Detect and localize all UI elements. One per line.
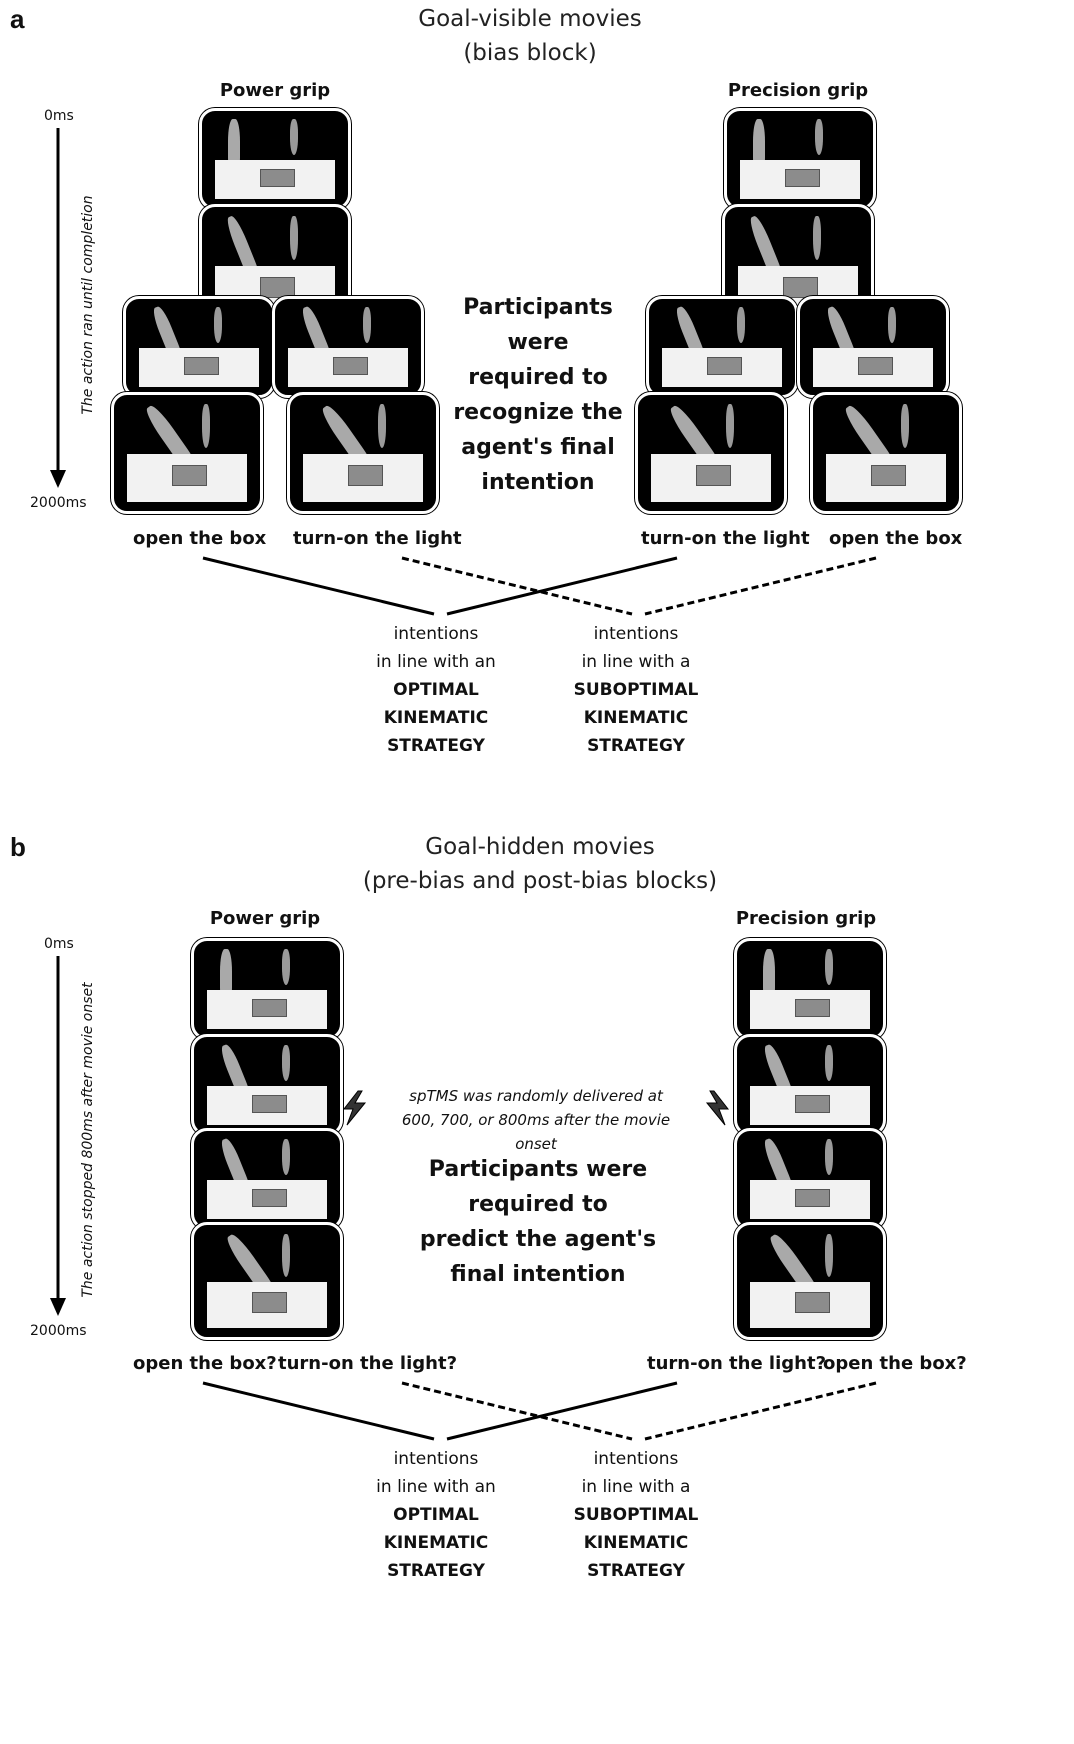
panel-a-power-grip-label: Power grip xyxy=(219,80,331,101)
panel-a-center-line: required to xyxy=(468,365,608,390)
panel-a-power-frame-3b xyxy=(272,296,424,398)
panel-b-intent-suboptimal: intentions in line with a SUBOPTIMAL KIN… xyxy=(556,1445,716,1585)
panel-b-power-frame-1 xyxy=(191,938,343,1040)
panel-a-time-axis-label: The action ran until completion xyxy=(80,195,96,415)
panel-a-action-label: open the box xyxy=(133,528,267,549)
panel-a-center-text: Participants were required to recognize … xyxy=(430,290,646,500)
tms-note-line: 600, 700, or 800ms after the movie onset xyxy=(401,1111,671,1153)
panel-a-title: Goal-visible movies (bias block) xyxy=(330,2,730,70)
panel-a-power-frame-4b xyxy=(287,392,439,514)
panel-a-title-line1: Goal-visible movies xyxy=(418,6,642,32)
intent-text: in line with a xyxy=(581,652,691,672)
lightning-bolt-icon xyxy=(342,1090,367,1126)
panel-a-time-arrow xyxy=(50,128,66,488)
intent-strategy: SUBOPTIMAL xyxy=(573,680,699,700)
panel-b-title-line2: (pre-bias and post-bias blocks) xyxy=(362,868,718,894)
panel-b-time-start: 0ms xyxy=(44,936,74,952)
panel-b-precision-frame-1 xyxy=(734,938,886,1040)
intent-strategy: OPTIMAL xyxy=(393,680,479,700)
panel-a-precision-frame-1 xyxy=(724,108,876,210)
panel-a-title-line2: (bias block) xyxy=(463,40,597,66)
intent-text: intentions xyxy=(393,1449,479,1469)
panel-a-intent-optimal: intentions in line with an OPTIMAL KINEM… xyxy=(356,620,516,760)
panel-b-time-end: 2000ms xyxy=(30,1323,87,1339)
panel-a-power-frame-4a xyxy=(111,392,263,514)
panel-b-center-line: Participants were xyxy=(428,1157,648,1182)
intent-strategy: KINEMATIC xyxy=(583,708,689,728)
panel-b-title-line1: Goal-hidden movies xyxy=(425,834,655,860)
panel-a-power-frame-3a xyxy=(123,296,275,398)
panel-b-time-axis-label: The action stopped 800ms after movie ons… xyxy=(80,982,96,1298)
panel-b-power-frame-2 xyxy=(191,1034,343,1136)
panel-a-intent-suboptimal: intentions in line with a SUBOPTIMAL KIN… xyxy=(556,620,716,760)
intent-strategy: SUBOPTIMAL xyxy=(573,1505,699,1525)
panel-b-center-line: required to xyxy=(468,1192,608,1217)
intent-text: in line with an xyxy=(376,652,496,672)
intent-strategy: STRATEGY xyxy=(387,736,485,756)
panel-a-time-end: 2000ms xyxy=(30,495,87,511)
intent-text: intentions xyxy=(393,624,479,644)
intent-strategy: STRATEGY xyxy=(587,736,685,756)
panel-a-center-line: intention xyxy=(481,470,595,495)
panel-b-center-text: Participants were required to predict th… xyxy=(418,1152,658,1292)
lightning-bolt-icon xyxy=(705,1090,730,1126)
panel-b-connector-lines xyxy=(202,1381,877,1441)
panel-b-precision-frame-2 xyxy=(734,1034,886,1136)
panel-b-intent-optimal: intentions in line with an OPTIMAL KINEM… xyxy=(356,1445,516,1585)
intent-text: intentions xyxy=(593,624,679,644)
panel-a-action-label: turn-on the light xyxy=(641,528,810,549)
panel-b-title: Goal-hidden movies (pre-bias and post-bi… xyxy=(330,830,750,898)
intent-strategy: KINEMATIC xyxy=(383,708,489,728)
panel-b-action-label: open the box? xyxy=(823,1353,967,1374)
panel-a-precision-frame-3b xyxy=(797,296,949,398)
panel-b-center-line: predict the agent's xyxy=(419,1227,657,1252)
panel-a-center-line: Participants were xyxy=(463,295,613,355)
panel-b-precision-frame-4 xyxy=(734,1222,886,1340)
panel-a-time-start: 0ms xyxy=(44,108,74,124)
intent-text: in line with an xyxy=(376,1477,496,1497)
panel-a-power-frame-1 xyxy=(199,108,351,210)
intent-strategy: OPTIMAL xyxy=(393,1505,479,1525)
intent-strategy: STRATEGY xyxy=(387,1561,485,1581)
panel-b-power-frame-3 xyxy=(191,1128,343,1230)
panel-b-precision-grip-label: Precision grip xyxy=(735,908,877,929)
panel-b-power-frame-4 xyxy=(191,1222,343,1340)
panel-a-precision-grip-label: Precision grip xyxy=(727,80,869,101)
panel-a-center-line: agent's final xyxy=(461,435,615,460)
panel-b-action-label: turn-on the light? xyxy=(278,1353,458,1374)
panel-a-center-line: recognize the xyxy=(453,400,623,425)
intent-strategy: KINEMATIC xyxy=(583,1533,689,1553)
panel-b-tms-note: spTMS was randomly delivered at 600, 700… xyxy=(380,1084,692,1156)
intent-strategy: KINEMATIC xyxy=(383,1533,489,1553)
intent-text: intentions xyxy=(593,1449,679,1469)
panel-a-precision-frame-4b xyxy=(810,392,962,514)
intent-text: in line with a xyxy=(581,1477,691,1497)
panel-b-center-line: final intention xyxy=(450,1262,626,1287)
panel-a-precision-frame-4a xyxy=(635,392,787,514)
panel-b-precision-frame-3 xyxy=(734,1128,886,1230)
panel-a-connector-lines xyxy=(202,556,877,616)
panel-b-time-arrow xyxy=(50,956,66,1316)
panel-a-action-label: turn-on the light xyxy=(293,528,462,549)
panel-b-action-label: open the box? xyxy=(133,1353,277,1374)
intent-strategy: STRATEGY xyxy=(587,1561,685,1581)
panel-b-power-grip-label: Power grip xyxy=(209,908,321,929)
panel-b-action-label: turn-on the light? xyxy=(647,1353,827,1374)
panel-a-action-label: open the box xyxy=(829,528,963,549)
panel-a-precision-frame-3a xyxy=(646,296,798,398)
panel-b-letter: b xyxy=(10,832,26,862)
tms-note-line: spTMS was randomly delivered at xyxy=(409,1087,663,1105)
panel-a-letter: a xyxy=(10,4,25,34)
